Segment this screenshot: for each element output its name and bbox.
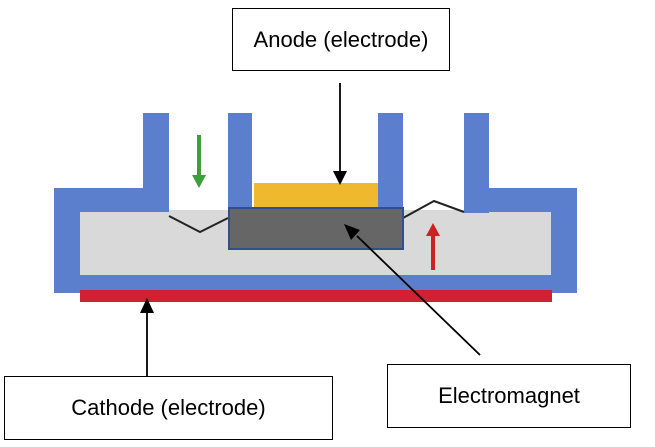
membrane-left — [168, 215, 229, 234]
membrane-right — [402, 199, 465, 219]
electromagnet-label-text: Electromagnet — [438, 383, 580, 408]
arrow-down-icon — [192, 135, 206, 188]
cathode-label-text: Cathode (electrode) — [71, 395, 266, 420]
housing — [54, 113, 577, 293]
cathode-pointer-arrow — [140, 298, 154, 376]
cathode — [80, 290, 552, 302]
cathode-label: Cathode (electrode) — [4, 376, 333, 440]
anode-label-text: Anode (electrode) — [253, 26, 429, 52]
anode-label: Anode (electrode) — [232, 8, 450, 71]
electromagnet-label: Electromagnet — [387, 364, 631, 428]
electromagnet-pointer-arrow — [344, 224, 481, 356]
anode-pointer-arrow — [333, 83, 347, 185]
arrow-up-icon — [426, 223, 440, 270]
anode — [254, 183, 378, 209]
electromagnet — [228, 207, 404, 250]
